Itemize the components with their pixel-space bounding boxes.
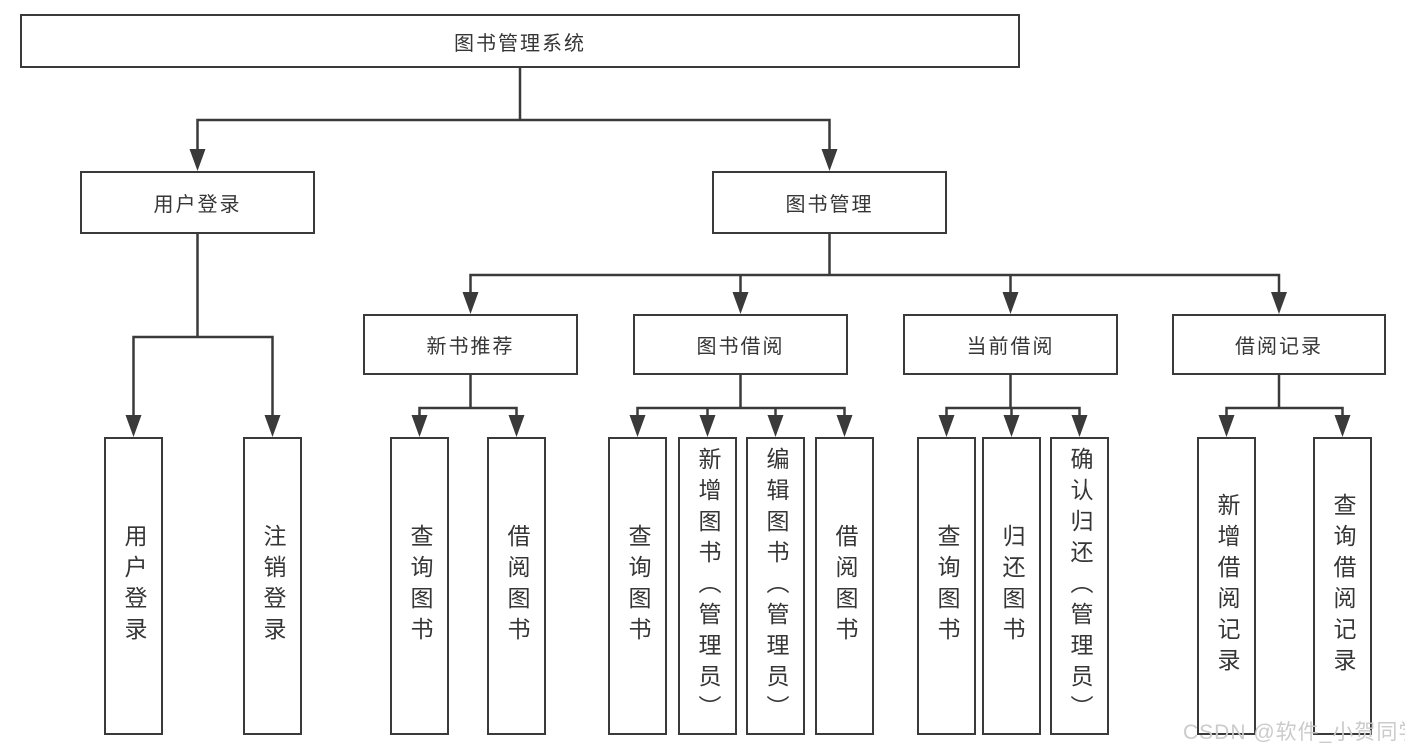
node-label: 当前借阅 bbox=[966, 336, 1055, 358]
leaf-user-login: 用户登录 bbox=[104, 437, 163, 735]
arrowhead bbox=[1002, 292, 1019, 314]
node-label: 借阅图书 bbox=[504, 524, 530, 648]
node-label: 图书借阅 bbox=[696, 336, 785, 358]
arrowhead bbox=[629, 415, 646, 437]
arrowhead bbox=[836, 415, 853, 437]
node-label: 编辑图书（管理员） bbox=[763, 446, 789, 726]
leaf-borrow-books-recommend: 借阅图书 bbox=[487, 437, 546, 735]
node-label: 查询借阅记录 bbox=[1330, 493, 1356, 679]
leaf-query-books-recommend: 查询图书 bbox=[390, 437, 449, 735]
arrowhead bbox=[462, 292, 479, 314]
leaf-edit-books-admin: 编辑图书（管理员） bbox=[746, 437, 805, 735]
node-new-book-recommend: 新书推荐 bbox=[363, 314, 578, 375]
leaf-query-books-borrow: 查询图书 bbox=[608, 437, 667, 735]
node-label: 用户登录 bbox=[153, 194, 242, 216]
arrowhead bbox=[264, 415, 281, 437]
leaf-query-books-current: 查询图书 bbox=[917, 437, 976, 735]
connector-current-to-leaves bbox=[945, 375, 1081, 416]
arrowhead bbox=[125, 415, 142, 437]
leaf-query-borrow-record: 查询借阅记录 bbox=[1313, 437, 1372, 735]
leaf-add-borrow-record: 新增借阅记录 bbox=[1197, 437, 1256, 735]
csdn-watermark: CSDN @软件_小贺同学 bbox=[1183, 721, 1405, 744]
node-current-borrow: 当前借阅 bbox=[903, 314, 1118, 375]
connector-userlogin-to-leaves bbox=[132, 234, 274, 416]
connector-records-to-leaves bbox=[1225, 375, 1344, 416]
arrowhead bbox=[1003, 415, 1020, 437]
connector-newbook-to-leaves bbox=[418, 375, 518, 416]
connector-root-to-level2 bbox=[196, 68, 831, 150]
node-label: 查询图书 bbox=[934, 524, 960, 648]
node-book-borrow: 图书借阅 bbox=[633, 314, 848, 375]
connector-bookmgmt-to-sections bbox=[469, 234, 1281, 293]
arrowhead bbox=[189, 149, 206, 171]
arrowhead bbox=[699, 415, 716, 437]
node-label: 借阅记录 bbox=[1235, 336, 1323, 358]
leaf-confirm-return-admin: 确认归还（管理员） bbox=[1050, 437, 1109, 735]
arrowhead bbox=[821, 149, 838, 171]
leaf-add-books-admin: 新增图书（管理员） bbox=[678, 437, 737, 735]
node-label: 归还图书 bbox=[999, 524, 1025, 648]
arrowhead bbox=[508, 415, 525, 437]
arrowhead bbox=[411, 415, 428, 437]
node-label: 新增图书（管理员） bbox=[695, 446, 721, 726]
node-label: 图书管理系统 bbox=[454, 32, 586, 55]
node-label: 注销登录 bbox=[260, 524, 286, 648]
arrowhead bbox=[1218, 415, 1235, 437]
connector-borrow-to-leaves bbox=[636, 375, 846, 416]
node-label: 借阅图书 bbox=[832, 524, 858, 648]
arrowhead bbox=[1071, 415, 1088, 437]
node-label: 确认归还（管理员） bbox=[1067, 446, 1093, 726]
leaf-borrow-books: 借阅图书 bbox=[815, 437, 874, 735]
node-library-system: 图书管理系统 bbox=[20, 14, 1020, 68]
arrowhead bbox=[1271, 292, 1287, 314]
node-label: 图书管理 bbox=[785, 194, 874, 216]
node-label: 查询图书 bbox=[625, 524, 651, 648]
arrowhead bbox=[938, 415, 955, 437]
arrowhead bbox=[767, 415, 784, 437]
arrowhead bbox=[732, 292, 749, 314]
node-label: 用户登录 bbox=[121, 524, 147, 648]
node-label: 新书推荐 bbox=[426, 336, 515, 358]
node-user-login: 用户登录 bbox=[80, 171, 315, 234]
node-label: 查询图书 bbox=[407, 524, 433, 648]
node-book-management: 图书管理 bbox=[712, 171, 947, 234]
arrowhead bbox=[1334, 415, 1351, 437]
node-label: 新增借阅记录 bbox=[1214, 493, 1240, 679]
leaf-return-books: 归还图书 bbox=[982, 437, 1041, 735]
node-borrow-records: 借阅记录 bbox=[1172, 314, 1386, 375]
leaf-logout: 注销登录 bbox=[243, 437, 302, 735]
